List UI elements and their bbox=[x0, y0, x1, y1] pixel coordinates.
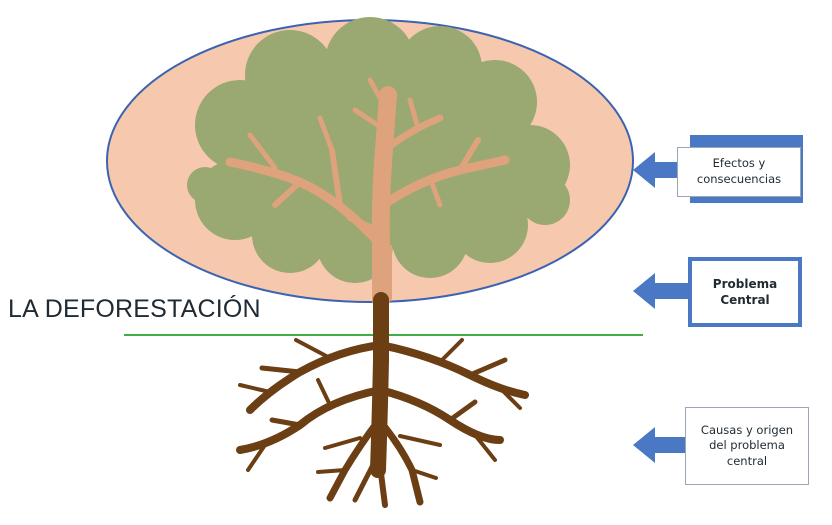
central-label-line-2: Central bbox=[720, 293, 770, 307]
tree-roots bbox=[236, 292, 529, 508]
tree-trunk-branches bbox=[225, 77, 510, 309]
causes-label-line-2: del problema bbox=[709, 438, 785, 453]
causes-label-line-3: central bbox=[726, 453, 768, 468]
central-label-line-1: Problema bbox=[712, 276, 778, 291]
arrow-effects bbox=[633, 152, 690, 188]
causes-label-line-1: Causas y origen bbox=[700, 422, 794, 437]
effects-label-line-2: consecuencias bbox=[696, 172, 782, 186]
diagram-title: LA DEFORESTACIÓN bbox=[8, 295, 261, 323]
arrow-central bbox=[633, 273, 690, 309]
central-problem-label-box: Problema Central bbox=[688, 257, 802, 327]
tree-trunk bbox=[372, 245, 392, 301]
causes-label-box: Causas y origen del problema central bbox=[685, 407, 809, 485]
effects-label-line-1: Efectos y bbox=[712, 156, 766, 171]
arrow-causes bbox=[633, 427, 688, 463]
effects-label-box: Efectos y consecuencias bbox=[677, 147, 801, 197]
